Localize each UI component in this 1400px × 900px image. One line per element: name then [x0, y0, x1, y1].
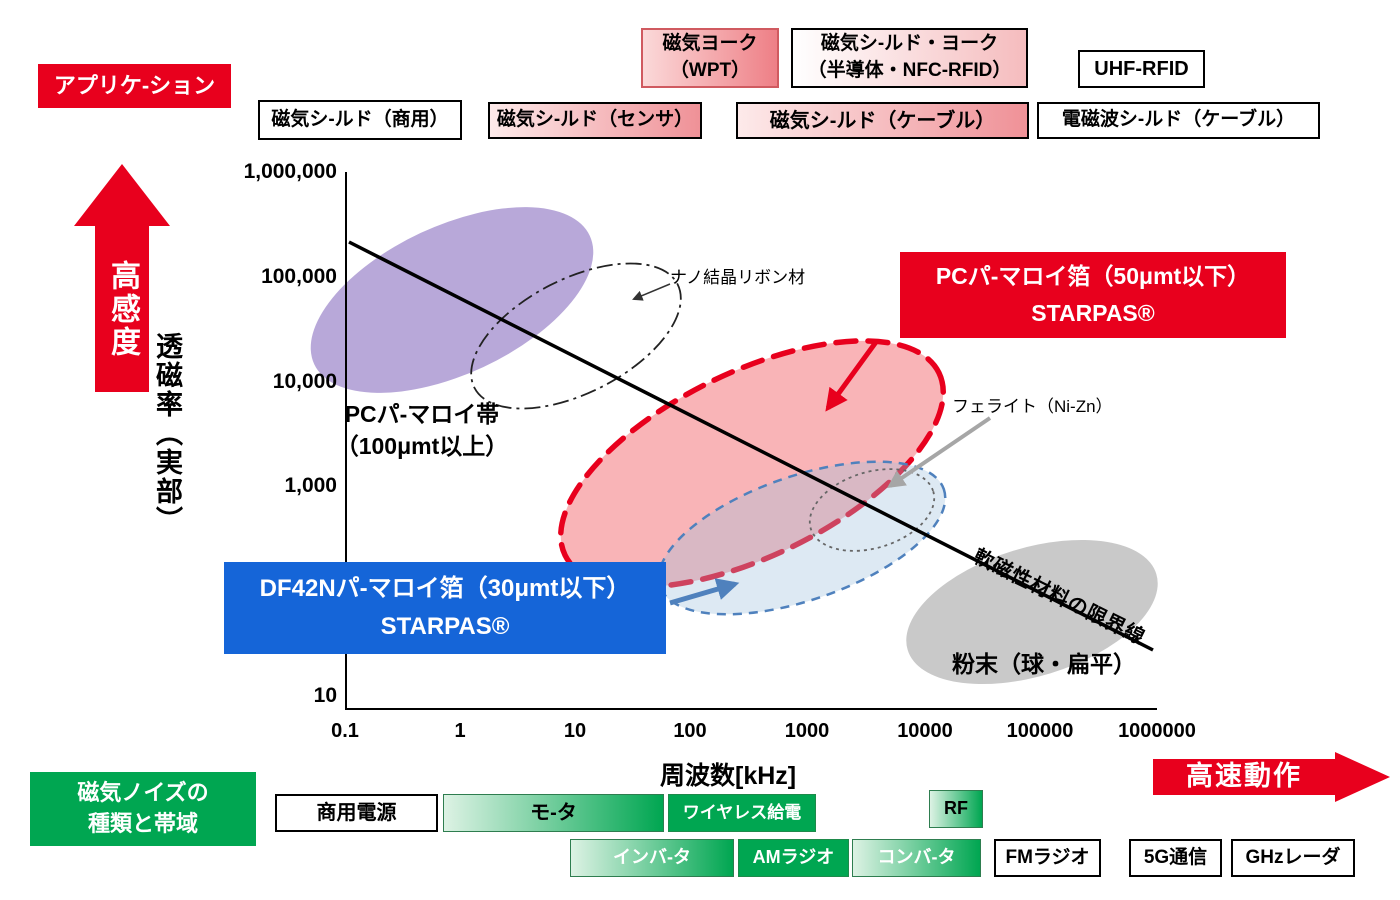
band-text: 5G通信	[1143, 846, 1208, 868]
pc-foil-callout: PCパ-マロイ箔（50μmt以下） STARPAS®	[900, 252, 1286, 338]
y-tick-10000: 10,000	[272, 370, 337, 393]
band-motor: モ-タ	[443, 794, 664, 832]
x-tick-1000000: 1000000	[1118, 720, 1196, 742]
y-tick-100000: 100,000	[261, 265, 337, 288]
app-box-text: （WPT）	[669, 60, 751, 81]
pc-band-text: （100μmt以上）	[335, 433, 509, 460]
pc-foil-starpas-text: STARPAS®	[1031, 300, 1155, 326]
band-am-radio: AMラジオ	[738, 839, 849, 877]
band-text: インバ-タ	[613, 847, 691, 868]
pc-band-text: PCパ-マロイ帯	[344, 401, 500, 427]
application-section-label: アプリケ-ション	[38, 64, 231, 108]
region-nano-ribbon	[470, 262, 682, 410]
df42n-text: DF42Nパ-マロイ箔（30μmt以下）	[259, 574, 631, 602]
powder-label: 粉末（球・扁平）	[952, 651, 1136, 677]
band-fm-radio: FMラジオ	[994, 839, 1101, 877]
band-text: FMラジオ	[1005, 846, 1090, 868]
app-box-shield-sensor: 磁気シ-ルド（センサ）	[488, 102, 702, 139]
band-inverter: インバ-タ	[570, 839, 734, 877]
x-tick-100000: 100000	[1006, 720, 1074, 742]
region-df42n-foil	[657, 460, 947, 616]
band-text: ワイヤレス給電	[682, 803, 802, 823]
band-commercial-power: 商用電源	[275, 794, 438, 832]
app-box-uhf-rfid: UHF-RFID	[1078, 50, 1205, 88]
ferrite-label: フェライト（Ni-Zn）	[952, 397, 1113, 416]
pc-foil-text: PCパ-マロイ箔（50μmt以下）	[935, 263, 1251, 290]
df42n-callout: DF42Nパ-マロイ箔（30μmt以下） STARPAS®	[224, 562, 666, 654]
x-tick-1: 1	[454, 720, 466, 742]
band-5g: 5G通信	[1129, 839, 1222, 877]
pc-band-label: PCパ-マロイ帯 （100μmt以上）	[312, 398, 532, 462]
app-box-text: 磁気シ-ルド（センサ）	[496, 109, 694, 131]
limit-line	[348, 240, 1154, 652]
region-ferrite	[808, 468, 936, 552]
nano-pointer-arrow	[632, 283, 671, 301]
app-box-text: UHF-RFID	[1094, 58, 1189, 80]
sensitivity-arrow-head	[74, 164, 170, 226]
df42n-starpas-text: STARPAS®	[380, 613, 510, 640]
blue-callout-arrow	[669, 578, 740, 606]
band-ghz-radar: GHzレーダ	[1231, 839, 1355, 877]
sensitivity-arrow: 高感度	[74, 164, 170, 392]
x-tick-10000: 10000	[897, 720, 953, 742]
sensitivity-arrow-shaft: 高感度	[95, 226, 149, 392]
ferrite-pointer-arrow	[887, 416, 992, 489]
app-box-text: 磁気ヨーク	[662, 33, 758, 55]
red-callout-arrow	[825, 340, 879, 412]
noise-label-text: 磁気ノイズの	[77, 780, 209, 806]
x-tick-100: 100	[673, 720, 707, 742]
x-axis-title: 周波数[kHz]	[660, 762, 797, 790]
y-tick-1000: 1,000	[284, 474, 337, 497]
application-section-text: アプリケ-ション	[53, 72, 216, 98]
band-text: モ-タ	[530, 802, 577, 824]
x-tick-10: 10	[563, 720, 587, 742]
noise-section-label: 磁気ノイズの 種類と帯域	[30, 772, 256, 846]
region-pc-permalloy-band	[310, 207, 594, 393]
band-wireless-power: ワイヤレス給電	[668, 794, 816, 832]
plot-area	[345, 172, 1157, 710]
app-box-shield-yoke: 磁気シ-ルド・ヨーク （半導体・NFC-RFID）	[791, 28, 1028, 88]
speed-arrow-shaft: 高速動作	[1153, 759, 1335, 795]
app-box-shield-commercial: 磁気シ-ルド（商用）	[258, 100, 462, 140]
app-box-text: （半導体・NFC-RFID）	[807, 60, 1012, 81]
noise-label-text: 種類と帯域	[87, 811, 198, 836]
speed-arrow-head	[1335, 752, 1390, 802]
app-box-emwave-shield-cable: 電磁波シ-ルド（ケーブル）	[1037, 102, 1320, 139]
y-tick-10: 10	[313, 684, 337, 707]
app-box-text: 電磁波シ-ルド（ケーブル）	[1061, 109, 1296, 131]
y-axis-title: 透磁率（実部）	[152, 332, 182, 535]
band-text: 商用電源	[316, 802, 397, 824]
x-tick-1000: 1000	[784, 720, 830, 742]
app-box-magnetic-yoke-wpt: 磁気ヨーク （WPT）	[641, 28, 779, 88]
band-converter: コンバ-タ	[852, 839, 981, 877]
speed-label: 高速動作	[1186, 761, 1302, 792]
speed-arrow: 高速動作	[1153, 752, 1390, 802]
band-text: GHzレーダ	[1245, 846, 1341, 868]
band-text: AMラジオ	[752, 847, 835, 868]
band-text: コンバ-タ	[877, 847, 956, 868]
nano-ribbon-label: ナノ結晶リボン材	[670, 268, 806, 287]
y-tick-1000000: 1,000,000	[243, 160, 337, 183]
app-box-shield-cable: 磁気シ-ルド（ケーブル）	[736, 102, 1029, 139]
app-box-text: 磁気シ-ルド（ケーブル）	[769, 109, 996, 132]
band-rf: RF	[929, 790, 983, 828]
band-text: RF	[944, 798, 968, 819]
region-powder	[906, 539, 1158, 685]
x-tick-0-1: 0.1	[331, 720, 359, 742]
sensitivity-label: 高感度	[106, 259, 139, 359]
app-box-text: 磁気シ-ルド・ヨーク	[820, 33, 999, 55]
app-box-text: 磁気シ-ルド（商用）	[271, 108, 449, 130]
